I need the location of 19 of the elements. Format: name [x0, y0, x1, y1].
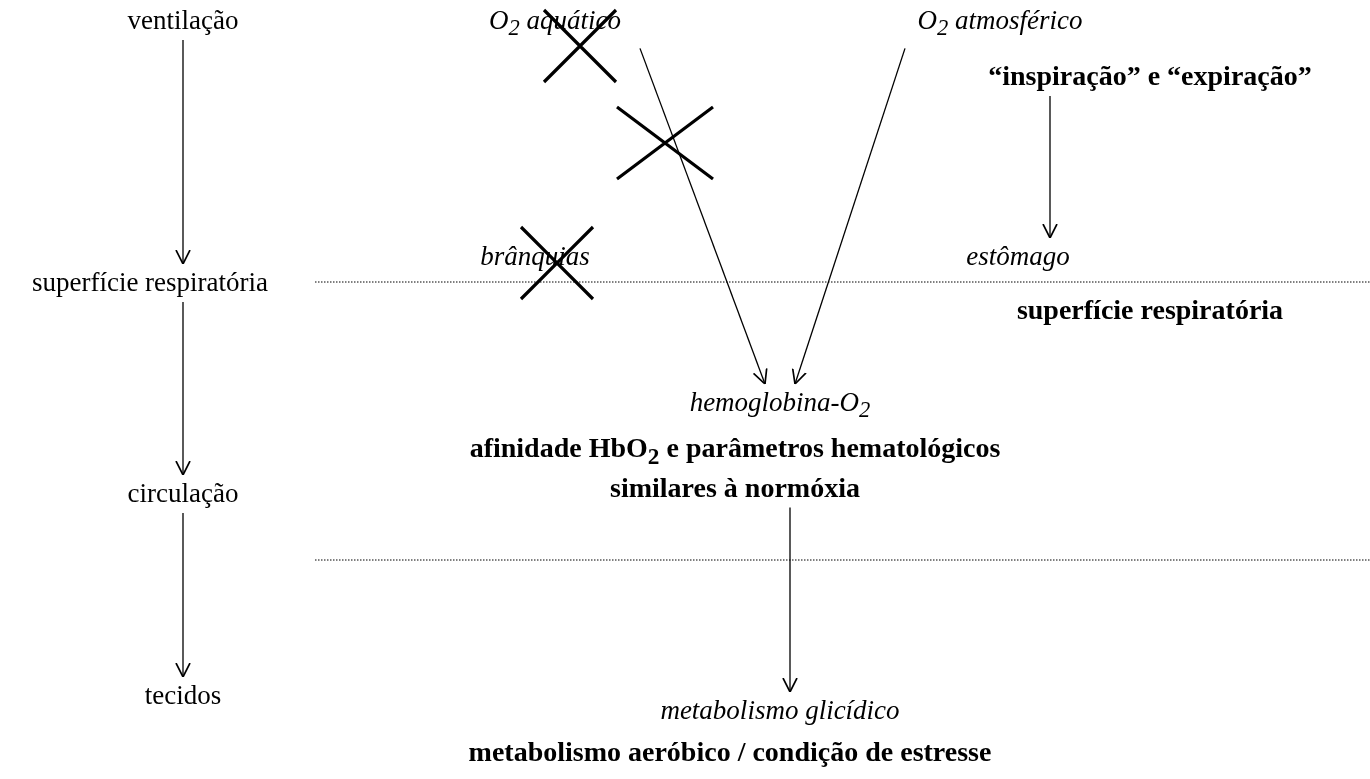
italic-label: estômago — [965, 240, 1071, 272]
arrow — [639, 47, 768, 385]
arrow — [782, 506, 798, 693]
arrow — [175, 39, 191, 265]
bold-label: afinidade HbO$_{2}$ e parâmetros hematológicos similares à normóxia — [468, 432, 1002, 504]
arrow — [175, 301, 191, 476]
bold-label: superfície respiratória — [1015, 294, 1285, 326]
stage-label: superfície respiratória — [30, 266, 270, 298]
arrow — [1042, 95, 1058, 239]
bold-label: “inspiração” e “expiração” — [987, 60, 1313, 92]
arrow — [791, 47, 906, 385]
stage-label: circulação — [126, 477, 240, 509]
stage-label: ventilação — [126, 4, 240, 36]
bold-label: metabolismo aeróbico / condição de estresse — [467, 736, 993, 768]
arrow — [175, 512, 191, 678]
italic-label: O$_{2}$ atmosférico — [916, 4, 1084, 43]
italic-label: metabolismo glicídico — [659, 694, 901, 726]
stage-label: tecidos — [143, 679, 223, 711]
italic-label: hemoglobina-O$_{2}$ — [688, 386, 872, 425]
